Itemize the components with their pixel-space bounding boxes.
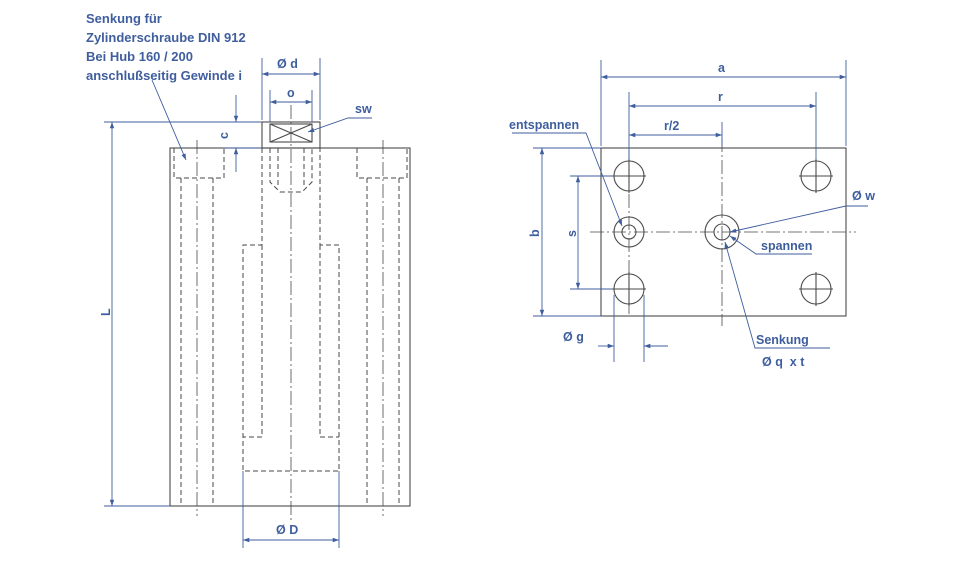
label-dia-d: Ø d: [277, 57, 298, 71]
port-entspannen: [613, 216, 645, 248]
top-view-dimensions: [512, 60, 868, 362]
label-spannen: spannen: [761, 239, 812, 253]
label-a: a: [718, 61, 726, 75]
mounting-hole: [799, 159, 833, 193]
label-dia-q-xt: Ø q x t: [762, 355, 805, 369]
top-view: [590, 138, 856, 326]
note-line-4: anschlußseitig Gewinde i: [86, 68, 242, 83]
label-o: o: [287, 86, 295, 100]
mounting-hole: [612, 272, 646, 306]
label-dia-g: Ø g: [563, 330, 584, 344]
label-dia-w: Ø w: [852, 189, 875, 203]
label-s: s: [565, 230, 579, 237]
label-entspannen: entspannen: [509, 118, 579, 132]
note-line-3: Bei Hub 160 / 200: [86, 49, 193, 64]
label-senkung: Senkung: [756, 333, 809, 347]
side-view-dimensions: [104, 58, 372, 548]
label-c: c: [217, 132, 231, 139]
label-L: L: [99, 308, 113, 316]
label-r: r: [718, 90, 723, 104]
label-dia-D: Ø D: [276, 523, 298, 537]
label-b: b: [528, 229, 542, 237]
mounting-hole: [799, 272, 833, 306]
cylinder-body: [169, 147, 411, 507]
note-line-2: Zylinderschraube DIN 912: [86, 30, 246, 45]
label-r-half: r/2: [664, 119, 679, 133]
label-sw: sw: [355, 102, 372, 116]
side-view: [169, 105, 411, 520]
note-line-1: Senkung für: [86, 11, 162, 26]
mounting-hole: [612, 159, 646, 193]
